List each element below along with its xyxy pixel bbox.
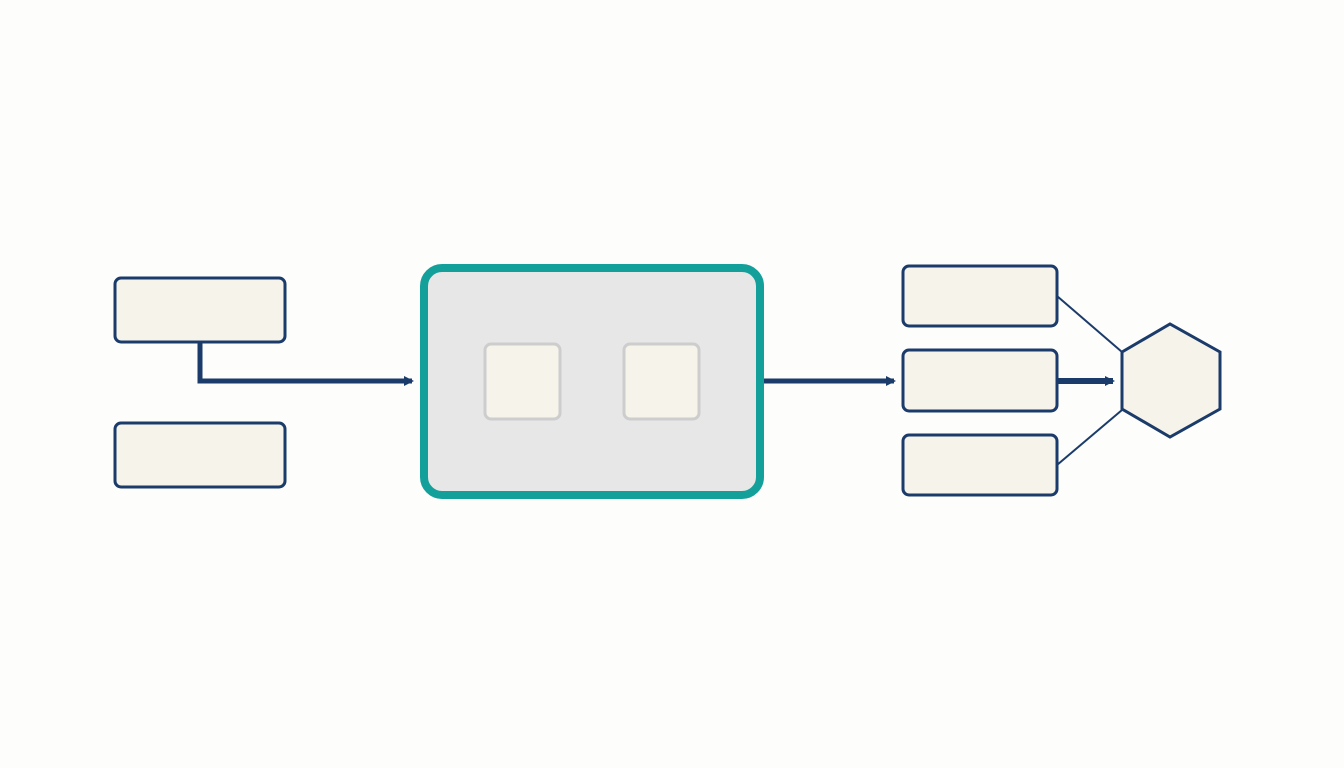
output-box-bottom — [901, 433, 1059, 497]
edge-output-top-to-hexagon — [1056, 295, 1123, 353]
edge-output-bottom-to-hexagon — [1056, 409, 1123, 466]
input-box-bottom — [113, 421, 287, 489]
input-box-top — [113, 276, 287, 344]
output-box-top — [901, 264, 1059, 328]
output-box-middle — [901, 348, 1059, 413]
result-hexagon — [1120, 322, 1222, 439]
process-container — [420, 264, 764, 499]
inner-box-right — [622, 342, 701, 421]
inner-box-left — [483, 342, 562, 421]
edge-input-to-process — [197, 342, 414, 386]
